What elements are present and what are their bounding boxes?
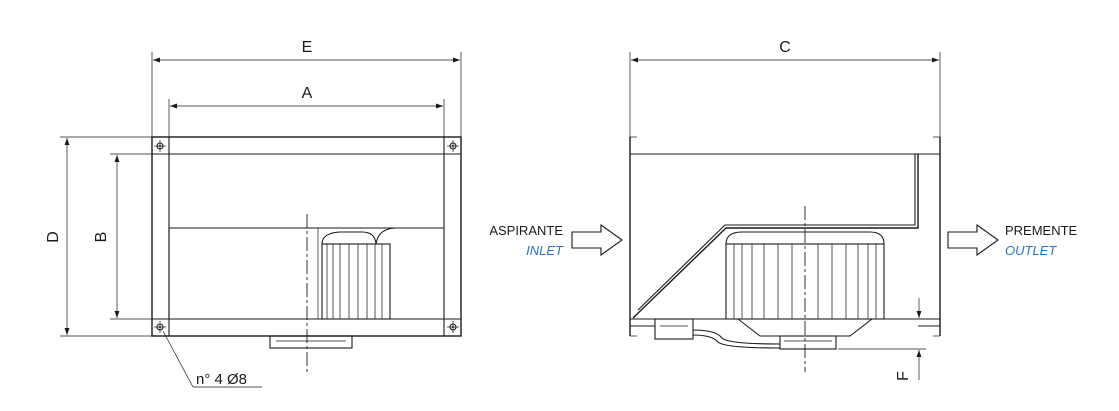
front-impeller — [321, 243, 391, 320]
dimension-B-label: B — [93, 232, 110, 243]
side-impeller — [725, 243, 885, 320]
dimension-C: C — [629, 39, 941, 137]
inlet-label-en: INLET — [526, 243, 564, 258]
inlet-label-it: ASPIRANTE — [489, 223, 563, 238]
front-motor-base — [269, 335, 353, 349]
outlet-label-en: OUTLET — [1005, 243, 1057, 258]
dimension-A-label: A — [302, 85, 313, 102]
inlet-arrow-icon — [571, 223, 623, 257]
outlet-label-it: PREMENTE — [1005, 223, 1078, 238]
dimension-F: F — [838, 298, 926, 381]
scroll-opening — [321, 231, 377, 245]
dimension-D: D — [45, 136, 152, 337]
side-scroll-housing — [632, 154, 919, 319]
holes-note-label: n° 4 Ø8 — [196, 371, 247, 388]
holes-note: n° 4 Ø8 — [162, 330, 262, 388]
side-motor — [654, 318, 873, 350]
side-view: C F ASPIRANTE INLET PREMENTE OUTLET — [489, 39, 1077, 381]
outlet-arrow-icon — [947, 223, 999, 257]
dimension-C-label: C — [779, 39, 791, 56]
outlet-indicator: PREMENTE OUTLET — [947, 223, 1078, 258]
dimension-E: E — [151, 39, 462, 137]
dimension-A: A — [168, 85, 445, 137]
front-flange-outline — [151, 136, 462, 337]
dimension-D-label: D — [45, 231, 62, 243]
front-view: E A D B n° 4 Ø8 — [45, 39, 462, 388]
dimension-E-label: E — [302, 39, 313, 56]
inlet-indicator: ASPIRANTE INLET — [489, 223, 623, 258]
dimension-F-label: F — [895, 371, 912, 381]
dimension-B: B — [93, 153, 152, 320]
mounting-holes — [154, 140, 459, 333]
